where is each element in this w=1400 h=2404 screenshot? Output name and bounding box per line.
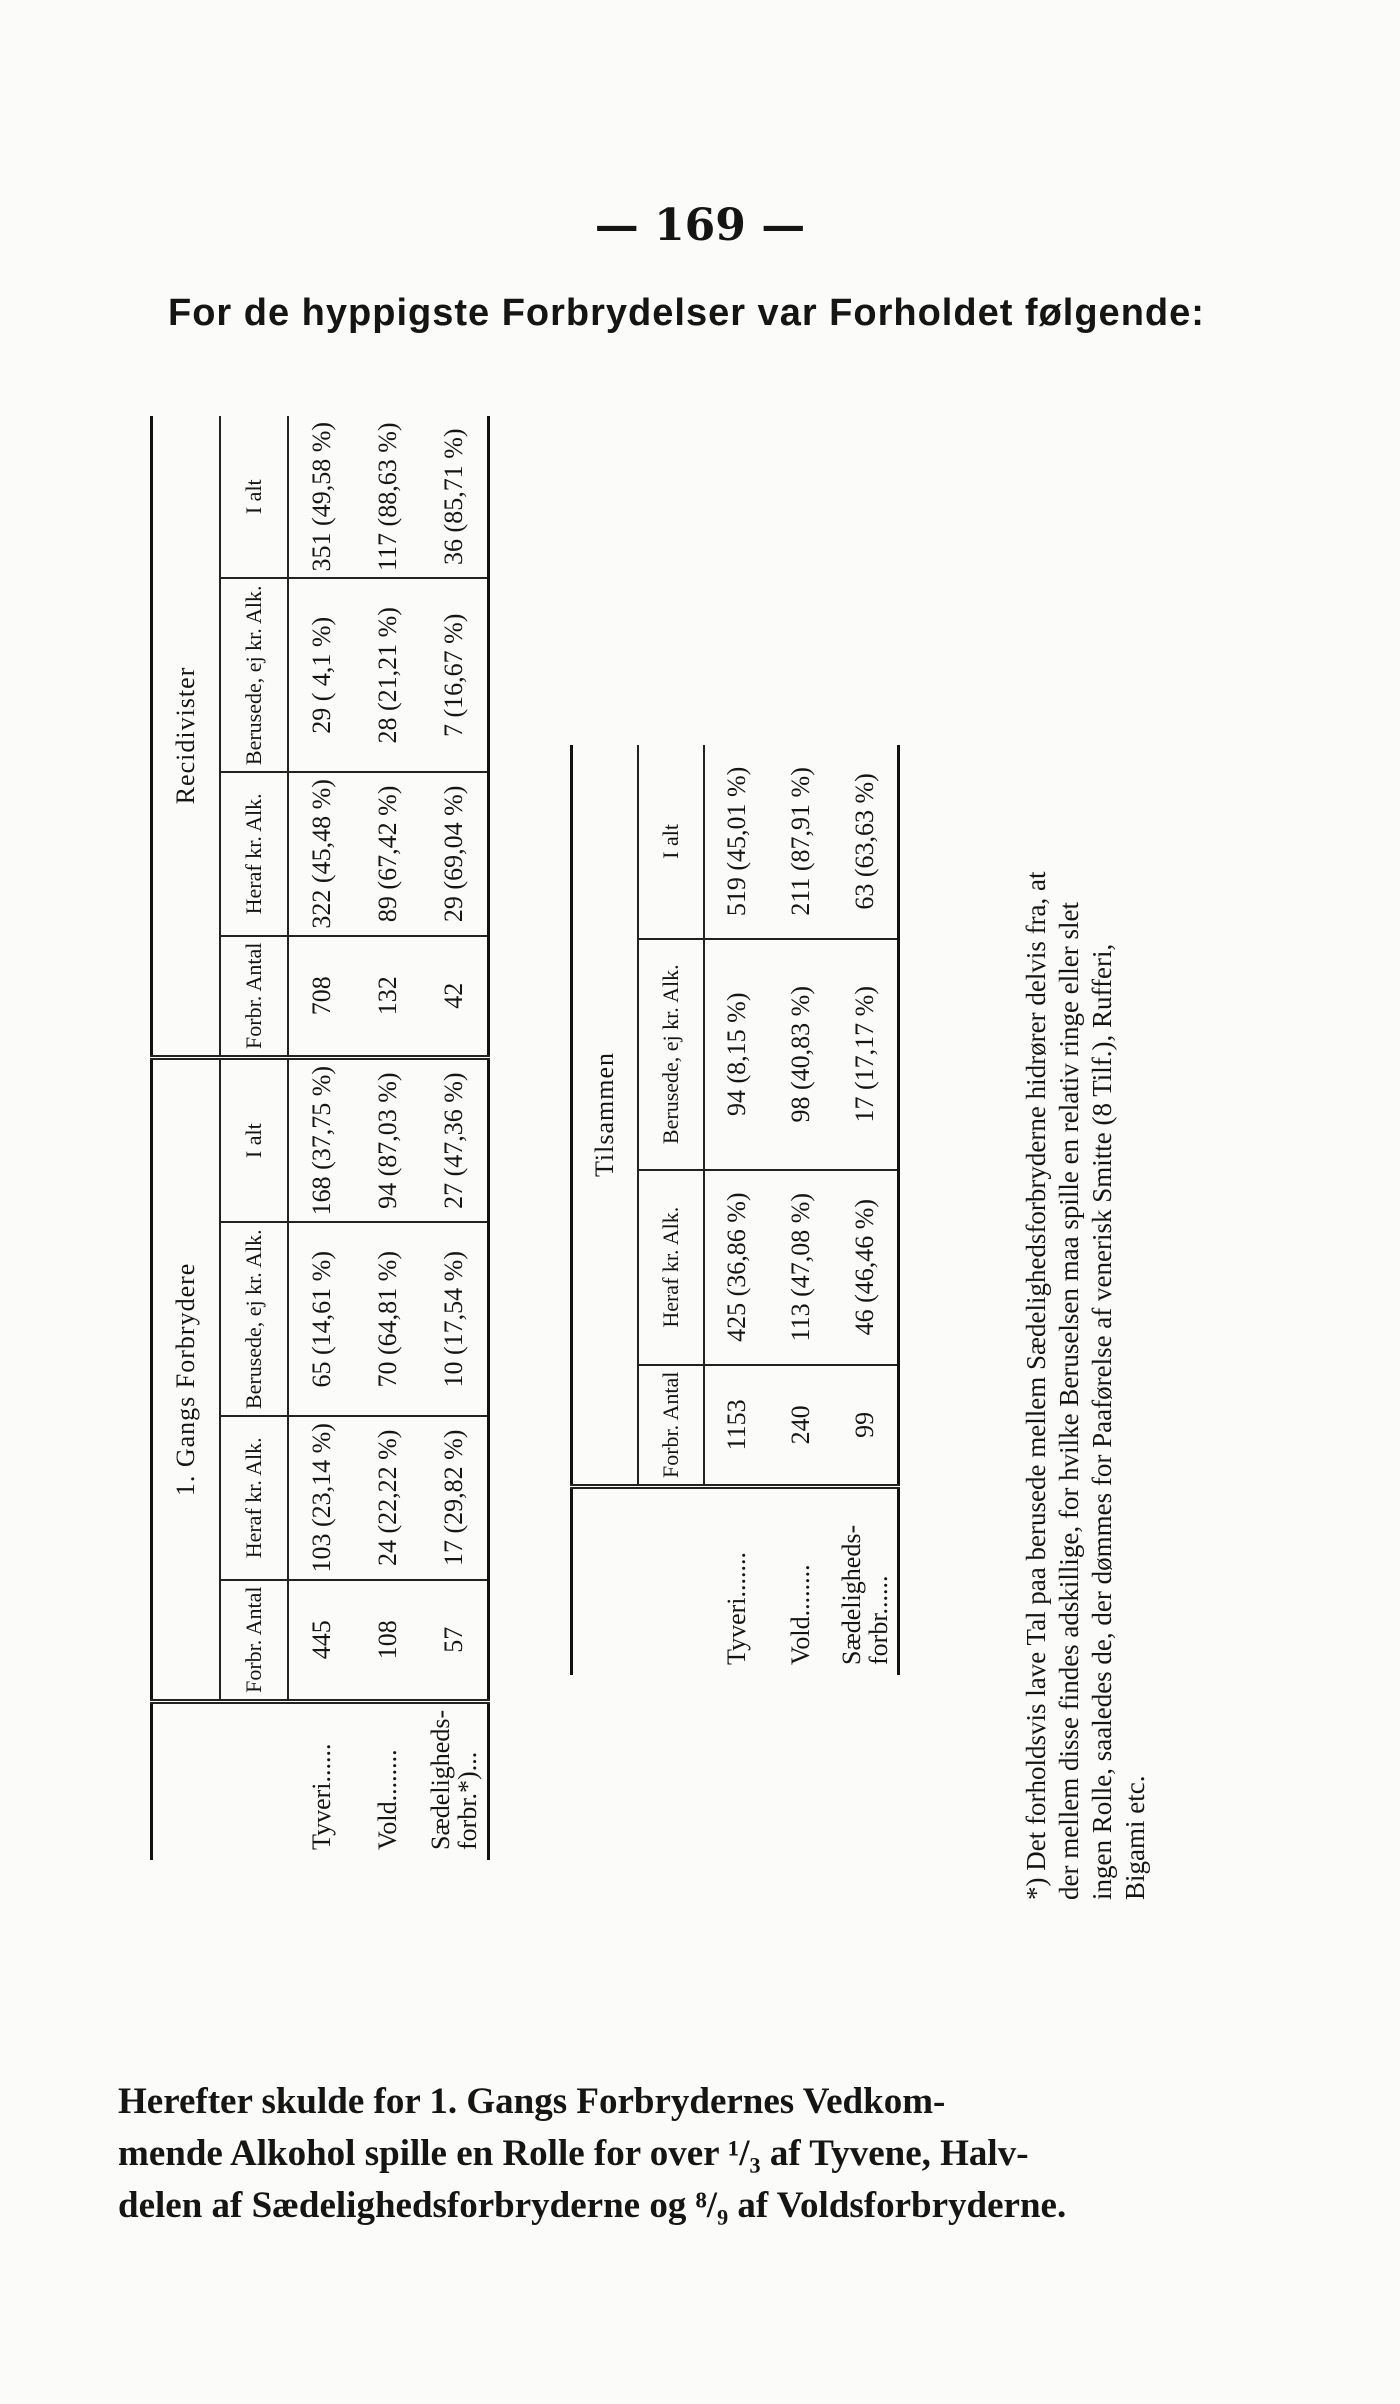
table2-title: Tilsammen bbox=[571, 745, 638, 1487]
footnote-line: ingen Rolle, saaledes de, der dømmes for… bbox=[1087, 943, 1117, 1900]
cell: 94 (8,15 %) bbox=[704, 938, 769, 1170]
row-label: Tyveri....... bbox=[704, 1486, 769, 1675]
table1-col-ialt-first: I alt bbox=[220, 1057, 288, 1223]
closing-line: mende Alkohol spille en Rolle for over ¹… bbox=[118, 2133, 1029, 2174]
table1-col-total-recid: Forbr. Antal bbox=[220, 935, 288, 1058]
table-row: Sædeligheds-forbr.*)... 57 17 (29,82 %) … bbox=[421, 416, 489, 1860]
table1-col-beruset-first: Berusede, ej kr. Alk. bbox=[220, 1222, 288, 1417]
row-label: Sædeligheds-forbr.*)... bbox=[421, 1701, 489, 1860]
row-label: Tyveri...... bbox=[288, 1701, 355, 1860]
cell: 1153 bbox=[704, 1364, 769, 1487]
cell: 17 (17,17 %) bbox=[833, 938, 899, 1170]
cell: 113 (47,08 %) bbox=[769, 1169, 833, 1365]
table1-col-total-first: Forbr. Antal bbox=[220, 1579, 288, 1702]
cell: 27 (47,36 %) bbox=[421, 1057, 489, 1223]
cell: 36 (85,71 %) bbox=[439, 428, 468, 565]
cell: 132 bbox=[355, 935, 421, 1058]
cell: 89 (67,42 %) bbox=[355, 772, 421, 936]
cell: 29 ( 4,1 %) bbox=[288, 578, 355, 773]
row-label: Vold........ bbox=[355, 1701, 421, 1860]
cell: 10 (17,54 %) bbox=[421, 1222, 489, 1417]
table-row: Vold........ 240 113 (47,08 %) 98 (40,83… bbox=[769, 745, 833, 1675]
cell: 28 (21,21 %) bbox=[355, 578, 421, 773]
cell: 42 bbox=[421, 935, 489, 1058]
cell: 103 (23,14 %) bbox=[288, 1416, 355, 1580]
table-first-recidivists: 1. Gangs Forbrydere Recidivister Forbr. … bbox=[150, 415, 490, 1860]
cell: 322 (45,48 %) bbox=[288, 772, 355, 936]
row-label: Vold........ bbox=[769, 1486, 833, 1675]
table1-corner bbox=[151, 1701, 288, 1860]
cell: 425 (36,86 %) bbox=[704, 1169, 769, 1365]
cell: 98 (40,83 %) bbox=[769, 938, 833, 1170]
cell: 211 (87,91 %) bbox=[786, 767, 815, 916]
table1-col-beruset-recid: Berusede, ej kr. Alk. bbox=[220, 578, 288, 773]
table-combined: Tilsammen Forbr. Antal Heraf kr. Alk. Be… bbox=[570, 745, 900, 1675]
cell: 17 (29,82 %) bbox=[421, 1416, 489, 1580]
cell: 351 (49,58 %) bbox=[307, 421, 336, 572]
closing-line: delen af Sædelighedsforbryderne og ⁸/₉ a… bbox=[118, 2185, 1067, 2226]
table1-col-alk-first: Heraf kr. Alk. bbox=[220, 1416, 288, 1580]
table-row: Tyveri....... 1153 425 (36,86 %) 94 (8,1… bbox=[704, 745, 769, 1675]
table1-col-alk-recid: Heraf kr. Alk. bbox=[220, 772, 288, 936]
cell: 94 (87,03 %) bbox=[355, 1057, 421, 1223]
footnote: *) Det forholdsvis lave Tal paa berusede… bbox=[1020, 340, 1152, 1900]
table1-col-ialt-recid: I alt bbox=[220, 415, 288, 579]
page-number: — 169 — bbox=[594, 200, 806, 251]
cell: 24 (22,22 %) bbox=[355, 1416, 421, 1580]
cell: 99 bbox=[833, 1364, 899, 1487]
cell: 7 (16,67 %) bbox=[421, 578, 489, 773]
cell: 57 bbox=[421, 1579, 489, 1702]
footnote-line: *) Det forholdsvis lave Tal paa berusede… bbox=[1021, 871, 1051, 1900]
closing-paragraph: Herefter skulde for 1. Gangs Forbryderne… bbox=[118, 2076, 1298, 2232]
table1-group-first: 1. Gangs Forbrydere bbox=[151, 1057, 220, 1702]
row-label: Sædeligheds-forbr...... bbox=[833, 1486, 899, 1675]
intro-sentence: For de hyppigste Forbrydelser var Forhol… bbox=[168, 292, 1205, 334]
cell: 240 bbox=[769, 1364, 833, 1487]
cell: 46 (46,46 %) bbox=[833, 1169, 899, 1365]
cell: 445 bbox=[288, 1579, 355, 1702]
table1-group-recidivists: Recidivister bbox=[151, 415, 220, 1058]
footnote-line: der mellem disse findes adskillige, for … bbox=[1054, 902, 1084, 1900]
cell: 65 (14,61 %) bbox=[288, 1222, 355, 1417]
cell: 519 (45,01 %) bbox=[722, 766, 751, 917]
closing-line: Herefter skulde for 1. Gangs Forbryderne… bbox=[118, 2081, 946, 2122]
cell: 29 (69,04 %) bbox=[421, 772, 489, 936]
table2-corner bbox=[571, 1486, 704, 1675]
cell: 108 bbox=[355, 1579, 421, 1702]
cell: 168 (37,75 %) bbox=[288, 1057, 355, 1223]
table2-col-beruset: Berusede, ej kr. Alk. bbox=[638, 938, 704, 1170]
cell: 70 (64,81 %) bbox=[355, 1222, 421, 1417]
footnote-line: Bigami etc. bbox=[1120, 1775, 1150, 1900]
table2-col-alk: Heraf kr. Alk. bbox=[638, 1169, 704, 1365]
table2-col-total: Forbr. Antal bbox=[638, 1364, 704, 1487]
cell: 117 (88,63 %) bbox=[373, 422, 402, 571]
cell: 63 (63,63 %) bbox=[850, 773, 879, 910]
table-row: Vold........ 108 24 (22,22 %) 70 (64,81 … bbox=[355, 416, 421, 1860]
table-row: Tyveri...... 445 103 (23,14 %) 65 (14,61… bbox=[288, 416, 355, 1860]
cell: 708 bbox=[288, 935, 355, 1058]
table-row: Sædeligheds-forbr...... 99 46 (46,46 %) … bbox=[833, 745, 899, 1675]
table2-col-ialt: I alt bbox=[638, 745, 704, 939]
